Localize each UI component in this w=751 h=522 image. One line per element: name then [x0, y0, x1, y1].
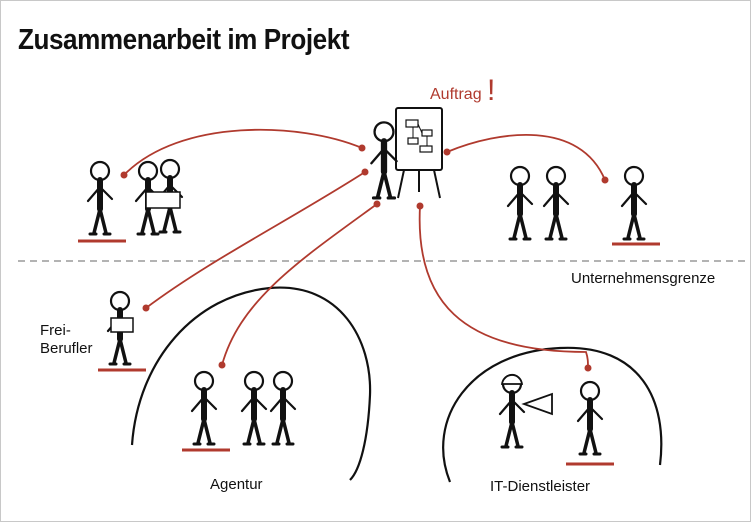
presenter-figure [371, 122, 396, 198]
freelancer-label-line1: Frei- [40, 322, 71, 339]
partner-team-figure-2 [544, 167, 568, 239]
client-plan-icon [145, 191, 181, 209]
helmet-icon [500, 374, 524, 385]
flipchart-icon [395, 107, 443, 199]
link-freelancer [145, 171, 366, 309]
order-label: Auftrag [430, 86, 482, 103]
freelancer-book-icon [110, 317, 134, 333]
megaphone-icon [521, 392, 553, 416]
agency-figure-1 [192, 372, 216, 444]
agency-label: Agentur [210, 476, 263, 493]
partner-team-figure-1 [508, 167, 532, 239]
order-exclamation: ! [487, 74, 496, 107]
partner-figure [622, 167, 646, 239]
link-agency [221, 203, 378, 366]
diagram-title: Zusammenarbeit im Projekt [18, 24, 350, 56]
agency-figure-3 [271, 372, 295, 444]
boundary-label: Unternehmensgrenze [571, 270, 716, 287]
agency-figure-2 [242, 372, 266, 444]
connection-dots [120, 144, 609, 372]
connection-lines [123, 128, 606, 369]
client-figure [88, 162, 112, 234]
freelancer-label-line2: Berufler [40, 340, 93, 357]
link-client-team [123, 128, 363, 176]
agency-enclosure [130, 286, 372, 481]
it-provider-label: IT-Dienstleister [490, 478, 591, 495]
it-contact-figure [578, 382, 602, 454]
it-provider-enclosure [442, 346, 663, 483]
link-partner-team [446, 134, 606, 181]
it-worker-figure [500, 375, 524, 447]
link-it-provider [418, 205, 589, 369]
